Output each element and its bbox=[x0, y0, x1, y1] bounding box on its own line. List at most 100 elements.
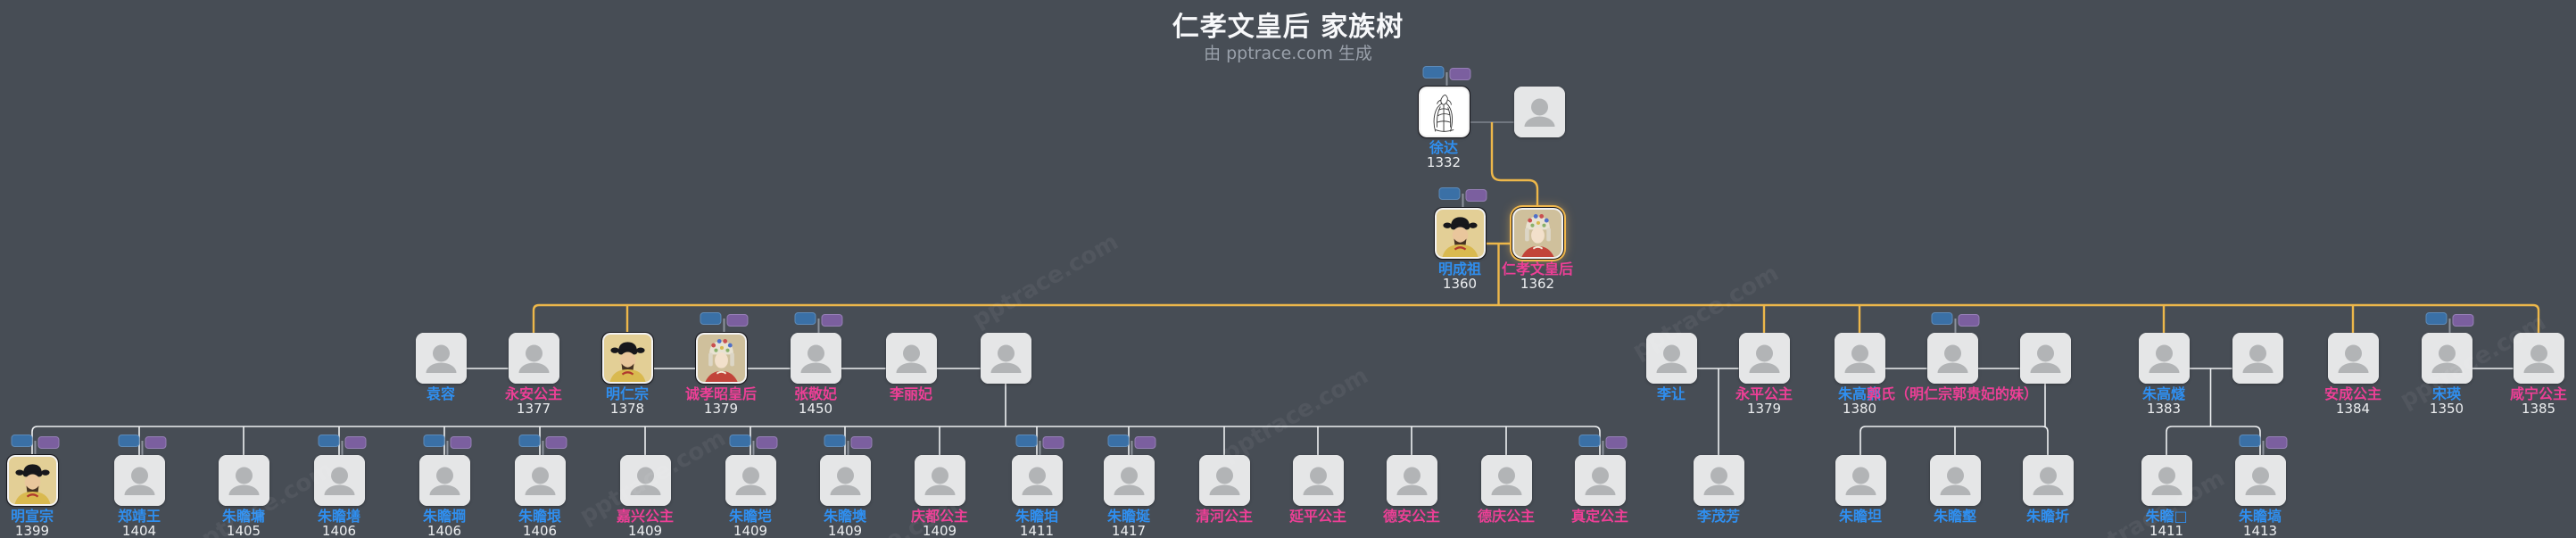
avatar-box[interactable] bbox=[1834, 333, 1885, 384]
expand-ancestors-pill[interactable] bbox=[423, 435, 445, 447]
avatar-box[interactable] bbox=[1513, 87, 1565, 137]
expand-ancestors-pill[interactable] bbox=[1438, 187, 1461, 200]
person-node[interactable] bbox=[2019, 333, 2071, 384]
avatar-box[interactable] bbox=[418, 455, 470, 506]
expand-ancestors-pill[interactable] bbox=[518, 435, 541, 447]
expand-ancestors-pill[interactable] bbox=[824, 435, 846, 447]
person-node[interactable]: 李茂芳 bbox=[1693, 455, 1744, 524]
expand-descendants-pill[interactable] bbox=[1465, 189, 1487, 202]
expand-descendants-pill[interactable] bbox=[344, 436, 367, 449]
avatar-box[interactable] bbox=[619, 455, 671, 506]
portrait-box[interactable] bbox=[1433, 207, 1487, 260]
person-node[interactable]: 朱瞻坦 bbox=[1835, 455, 1886, 524]
person-node[interactable]: 朱瞻圻 bbox=[2022, 455, 2074, 524]
expand-ancestors-pill[interactable] bbox=[700, 312, 722, 325]
expand-ancestors-pill[interactable] bbox=[1578, 435, 1601, 447]
expand-descendants-pill[interactable] bbox=[1958, 314, 1980, 327]
avatar-box[interactable] bbox=[2421, 333, 2472, 384]
avatar-box[interactable] bbox=[508, 333, 559, 384]
expand-ancestors-pill[interactable] bbox=[2239, 435, 2261, 447]
expand-ancestors-pill[interactable] bbox=[2425, 312, 2448, 325]
expand-descendants-pill[interactable] bbox=[756, 436, 778, 449]
avatar-box[interactable] bbox=[1574, 455, 1626, 506]
avatar-box[interactable] bbox=[885, 333, 937, 384]
avatar-box[interactable] bbox=[1103, 455, 1155, 506]
avatar-box[interactable] bbox=[2513, 333, 2564, 384]
expand-descendants-pill[interactable] bbox=[1134, 436, 1156, 449]
avatar-box[interactable] bbox=[914, 455, 965, 506]
avatar-box[interactable] bbox=[1693, 455, 1744, 506]
person-node[interactable]: 延平公主 bbox=[1289, 455, 1346, 524]
portrait-box[interactable] bbox=[694, 332, 748, 385]
person-node[interactable]: 李让 bbox=[1645, 333, 1697, 401]
avatar-box[interactable] bbox=[113, 455, 165, 506]
person-node[interactable] bbox=[1513, 87, 1565, 137]
person-node[interactable]: 真定公主 bbox=[1571, 435, 1628, 524]
expand-ancestors-pill[interactable] bbox=[1107, 435, 1130, 447]
avatar-box[interactable] bbox=[2138, 333, 2190, 384]
person-node[interactable]: 郭氏（明仁宗郭贵妃的妹） bbox=[1867, 312, 2038, 401]
expand-descendants-pill[interactable] bbox=[145, 436, 167, 449]
avatar-box[interactable] bbox=[2232, 333, 2283, 384]
avatar-box[interactable] bbox=[1645, 333, 1697, 384]
person-node[interactable]: 德庆公主 bbox=[1478, 455, 1535, 524]
avatar-box[interactable] bbox=[218, 455, 269, 506]
avatar-box[interactable] bbox=[1926, 333, 1978, 384]
expand-ancestors-pill[interactable] bbox=[318, 435, 340, 447]
person-node[interactable]: 李丽妃 bbox=[885, 333, 937, 401]
expand-descendants-pill[interactable] bbox=[2265, 436, 2288, 449]
expand-descendants-pill[interactable] bbox=[821, 314, 843, 327]
portrait-box[interactable] bbox=[601, 332, 654, 385]
avatar-box[interactable] bbox=[980, 333, 1031, 384]
person-node[interactable]: 朱瞻壑 bbox=[1929, 455, 1981, 524]
avatar-box[interactable] bbox=[1738, 333, 1790, 384]
expand-descendants-pill[interactable] bbox=[1042, 436, 1064, 449]
expand-descendants-pill[interactable] bbox=[545, 436, 567, 449]
expand-ancestors-pill[interactable] bbox=[794, 312, 816, 325]
avatar-box[interactable] bbox=[1386, 455, 1437, 506]
expand-descendants-pill[interactable] bbox=[850, 436, 873, 449]
portrait-box[interactable] bbox=[5, 454, 59, 507]
person-node[interactable]: 袁容 bbox=[415, 333, 467, 401]
expand-ancestors-pill[interactable] bbox=[11, 435, 33, 447]
avatar-box[interactable] bbox=[790, 333, 841, 384]
avatar-box[interactable] bbox=[313, 455, 365, 506]
avatar-box[interactable] bbox=[1929, 455, 1981, 506]
expand-ancestors-pill[interactable] bbox=[1422, 66, 1445, 79]
expand-ancestors-pill[interactable] bbox=[1015, 435, 1038, 447]
expand-descendants-pill[interactable] bbox=[2452, 314, 2474, 327]
expand-ancestors-pill[interactable] bbox=[1931, 312, 1953, 325]
person-node[interactable] bbox=[980, 333, 1031, 384]
person-node[interactable]: 德安公主 bbox=[1383, 455, 1440, 524]
portrait-box[interactable] bbox=[1417, 86, 1470, 138]
avatar-box[interactable] bbox=[2022, 455, 2074, 506]
expand-descendants-pill[interactable] bbox=[450, 436, 472, 449]
avatar-box[interactable] bbox=[2019, 333, 2071, 384]
portrait-box[interactable] bbox=[1511, 207, 1564, 260]
expand-ancestors-pill[interactable] bbox=[729, 435, 751, 447]
expand-descendants-pill[interactable] bbox=[726, 314, 749, 327]
